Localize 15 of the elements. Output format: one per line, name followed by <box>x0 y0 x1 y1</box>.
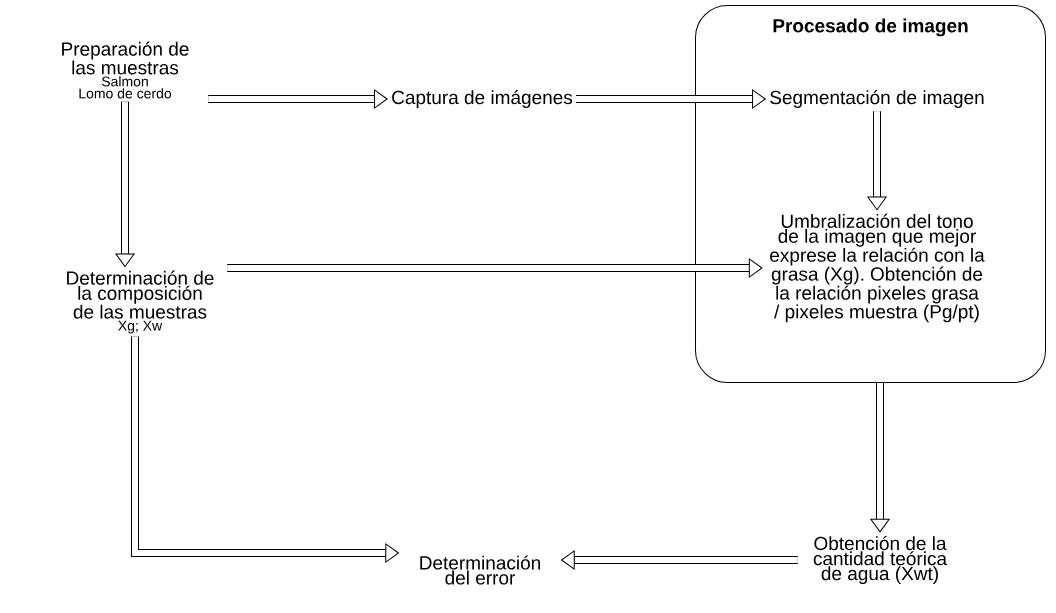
block-arrow <box>561 550 798 570</box>
step-text: Preparación de las muestras Salmon Lomo de cerdo <box>62 41 189 99</box>
block-arrow <box>208 89 388 109</box>
step-text: Determinación de la composición de las muestras Xg; Xw <box>67 270 214 334</box>
step-text: Obtención de la cantidad teórica de agua (Xwt) <box>813 536 948 585</box>
block-arrow <box>227 258 763 278</box>
step-text: Segmentación de imagen <box>770 90 984 108</box>
block-arrow <box>131 336 399 563</box>
step-text: Captura de imágenes <box>392 90 573 108</box>
block-arrow <box>870 383 890 533</box>
step-text: Determinación del error <box>420 555 540 585</box>
block-arrow <box>115 101 135 268</box>
step-text: Umbralización del tono de la imagen que mejor exprese la relación con la grasa (Xg). Obtención de la relación pixeles grasa / pixeles muestra (Pg/pt) <box>770 213 985 323</box>
block-arrow <box>867 111 887 211</box>
block-arrow <box>576 89 766 109</box>
